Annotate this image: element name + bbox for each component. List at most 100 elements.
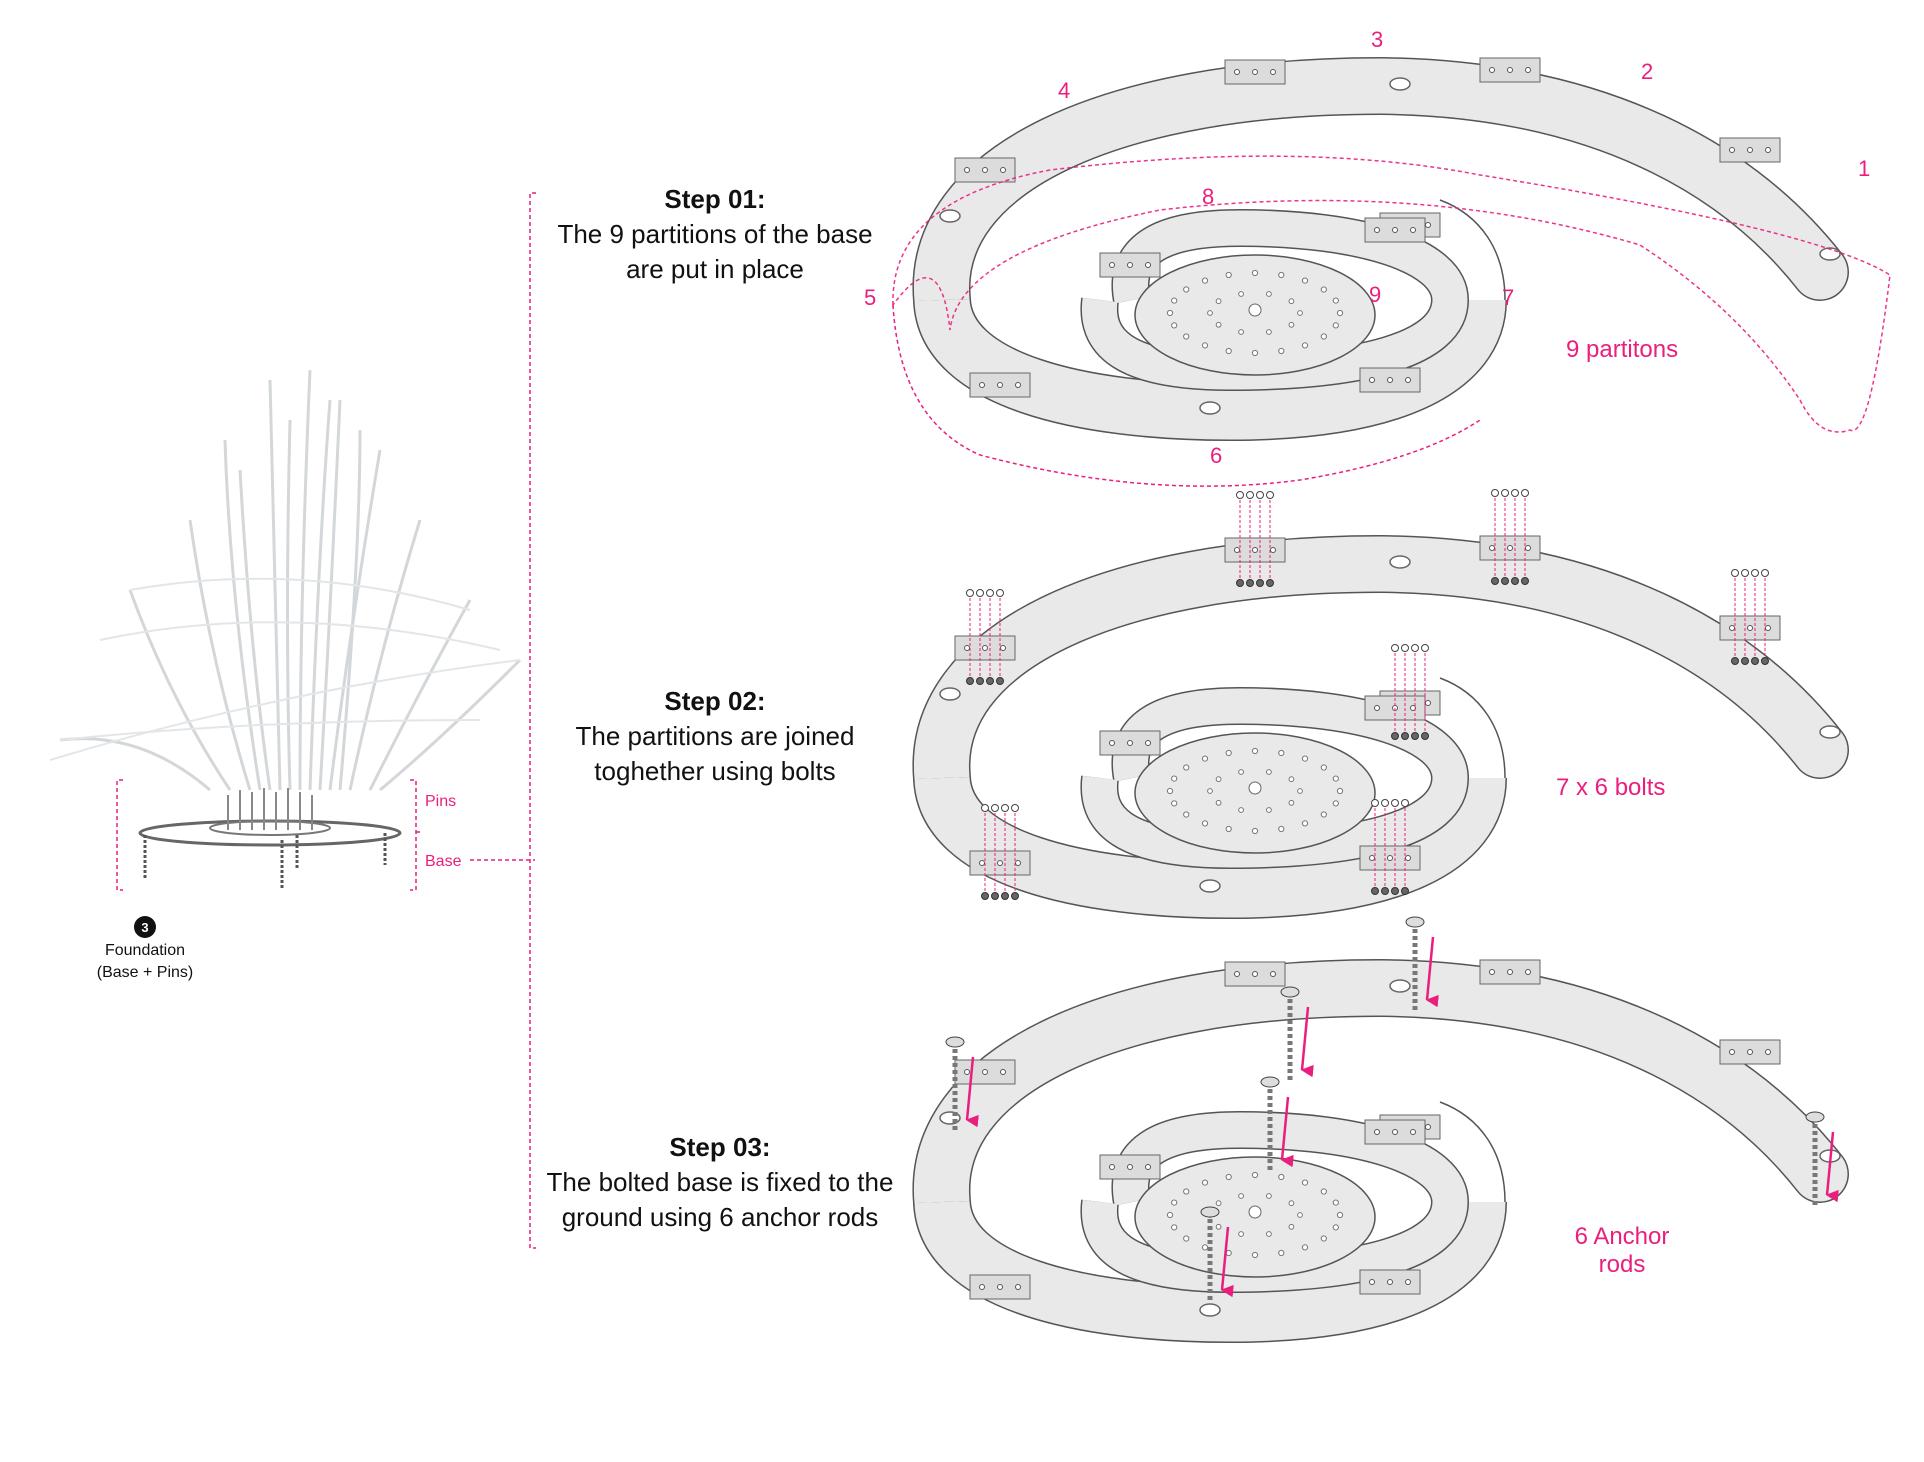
bolt-head: [1256, 491, 1264, 499]
plate-hole: [1425, 1124, 1431, 1130]
plate-hole: [1145, 1164, 1151, 1170]
plate-hole: [1015, 860, 1021, 866]
bolt-nut: [1741, 657, 1749, 665]
plate-hole: [982, 1069, 988, 1075]
plate-hole: [1747, 625, 1753, 631]
plate-hole: [1729, 1049, 1735, 1055]
disc-hole: [1320, 764, 1327, 771]
pins-label: Pins: [425, 793, 456, 810]
disc-hole: [1251, 1171, 1259, 1179]
bolt-nut: [1421, 732, 1429, 740]
plate-hole: [1234, 547, 1240, 553]
disc-hole: [1301, 820, 1309, 827]
middle-ring-arc: [914, 1198, 1506, 1342]
bolt-head: [986, 589, 994, 597]
disc-hole: [1183, 286, 1190, 293]
disc-hole: [1201, 277, 1209, 284]
disc-hole: [1171, 775, 1178, 782]
disc-hole: [1336, 309, 1344, 317]
disc-hole: [1301, 755, 1309, 762]
plate-hole: [1000, 645, 1006, 651]
disc-hole: [1166, 309, 1174, 317]
disc-hole: [1238, 1193, 1244, 1199]
partition-labels: 1 2 3 4 5 6 7 8 9: [864, 27, 1870, 468]
plate-hole: [979, 860, 985, 866]
bolt-head: [1411, 644, 1419, 652]
plate-hole: [1525, 545, 1531, 551]
disc-hole: [1288, 298, 1295, 305]
plate-hole: [1387, 377, 1393, 383]
plate-hole: [1765, 625, 1771, 631]
disc-hole: [1332, 1199, 1339, 1206]
disc-hole: [1336, 787, 1344, 795]
bolt-head: [1751, 569, 1759, 577]
disc-hole: [1183, 1188, 1190, 1195]
plate-hole: [1127, 1164, 1133, 1170]
plate-hole: [1127, 262, 1133, 268]
bolt-nut: [1246, 579, 1254, 587]
pavilion-canopy-lines: [49, 577, 521, 761]
disc-hole: [1207, 310, 1213, 316]
disc-hole: [1225, 825, 1232, 833]
plate-hole: [1000, 167, 1006, 173]
anchor-rod-head: [945, 1036, 965, 1048]
bolt-nut: [981, 892, 989, 900]
plate-hole: [1507, 969, 1513, 975]
plate-hole: [1489, 969, 1495, 975]
disc-hole: [1301, 342, 1309, 349]
partition-number-9: 9: [1369, 282, 1381, 307]
disc-hole: [1332, 297, 1339, 304]
disc-hole: [1238, 769, 1244, 775]
plate-hole: [1387, 855, 1393, 861]
center-hole: [1248, 781, 1262, 795]
plate-hole: [1765, 1049, 1771, 1055]
disc-hole: [1238, 291, 1244, 297]
plate-hole: [1374, 227, 1380, 233]
plate-hole: [1747, 1049, 1753, 1055]
partition-outline-lower: [892, 304, 1481, 487]
bolt-head: [1266, 491, 1274, 499]
plate-hole: [1369, 855, 1375, 861]
bolt-nut: [1236, 579, 1244, 587]
disc-hole: [1171, 1199, 1178, 1206]
outer-ring-arc: [913, 58, 1848, 328]
disc-hole: [1301, 1244, 1309, 1251]
bolt-head: [1731, 569, 1739, 577]
plate-hole: [1425, 700, 1431, 706]
disc-hole: [1320, 811, 1327, 818]
disc-hole: [1225, 749, 1232, 757]
bolt-nut: [991, 892, 999, 900]
bolt-nut: [986, 677, 994, 685]
disc-hole: [1171, 297, 1178, 304]
anchor-rod-head: [1200, 1206, 1220, 1218]
disc-hole: [1278, 271, 1285, 279]
bolt-nut: [1266, 579, 1274, 587]
plate-hole: [1270, 69, 1276, 75]
bolt-head: [1246, 491, 1254, 499]
partition-number-8: 8: [1202, 184, 1214, 209]
bolt-nut: [1751, 657, 1759, 665]
bolt-head: [976, 589, 984, 597]
disc-hole: [1166, 1211, 1174, 1219]
partition-number-3: 3: [1371, 27, 1383, 52]
disc-hole: [1215, 776, 1222, 783]
bolt-nut: [1256, 579, 1264, 587]
base-assembly-step-3: [912, 916, 1849, 1344]
disc-hole: [1171, 322, 1178, 329]
middle-ring-arc: [914, 296, 1506, 440]
plate-hole: [1145, 262, 1151, 268]
disc-hole: [1288, 776, 1295, 783]
disc-hole: [1215, 321, 1222, 328]
disc-hole: [1215, 1223, 1222, 1230]
disc-hole: [1251, 1251, 1259, 1259]
center-hole: [1248, 1205, 1262, 1219]
plate-hole: [982, 645, 988, 651]
disc-hole: [1336, 1211, 1344, 1219]
disc-hole: [1320, 1235, 1327, 1242]
disc-hole: [1332, 322, 1339, 329]
step-02: Step 02: The partitions are joined toghe…: [535, 684, 895, 789]
bolt-head: [1371, 799, 1379, 807]
anchors-callout-line1: 6 Anchor: [1575, 1223, 1670, 1250]
disc-hole: [1238, 1231, 1244, 1237]
